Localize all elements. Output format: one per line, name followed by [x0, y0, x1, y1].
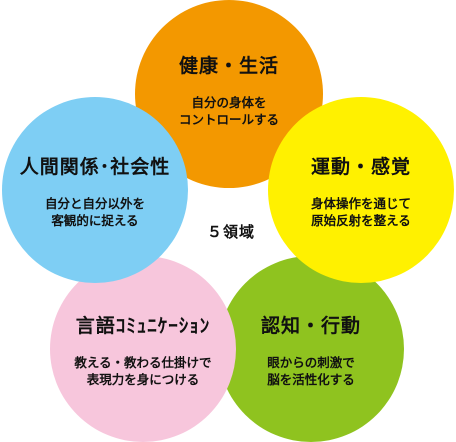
cognition-behavior-desc-line2: 脳を活性化する — [267, 371, 355, 387]
motion-sensation-desc-line1: 身体操作を通じて — [310, 195, 411, 211]
health-life-title: 健康・生活 — [178, 54, 279, 77]
cognition-behavior-title: 認知・行動 — [260, 314, 361, 337]
relationships-sociality-title: 人間関係･社会性 — [19, 155, 171, 178]
language-communication-description: 教える・教わる仕掛けで 表現力を身につける — [74, 354, 211, 388]
cognition-behavior-desc-line1: 眼からの刺激で — [267, 354, 355, 370]
health-life-desc-line1: 自分の身体を — [191, 94, 267, 110]
relationships-sociality-desc-line1: 自分と自分以外を — [44, 195, 145, 211]
health-life-desc-line2: コントロールする — [178, 111, 279, 127]
relationships-sociality-desc-line2: 客観的に捉える — [51, 212, 139, 228]
language-communication-desc-line2: 表現力を身につける — [86, 371, 200, 387]
circle-motion-sensation: 運動・感覚 身体操作を通じて 原始反射を整える — [268, 97, 454, 283]
language-communication-title: 言語ｺﾐｭﾆｹｰｼｮﾝ — [75, 314, 211, 337]
relationships-sociality-description: 自分と自分以外を 客観的に捉える — [45, 195, 145, 229]
center-label-five-domains: ５領域 — [206, 223, 255, 241]
motion-sensation-title: 運動・感覚 — [310, 155, 411, 178]
circle-cognition-behavior: 認知・行動 眼からの刺激で 脳を活性化する — [218, 256, 404, 442]
cognition-behavior-description: 眼からの刺激で 脳を活性化する — [267, 354, 355, 388]
language-communication-desc-line1: 教える・教わる仕掛けで — [74, 354, 212, 370]
circle-language-communication: 言語ｺﾐｭﾆｹｰｼｮﾝ 教える・教わる仕掛けで 表現力を身につける — [50, 256, 236, 442]
motion-sensation-desc-line2: 原始反射を整える — [311, 212, 411, 228]
motion-sensation-description: 身体操作を通じて 原始反射を整える — [311, 195, 411, 229]
circle-relationships-sociality: 人間関係･社会性 自分と自分以外を 客観的に捉える — [2, 97, 188, 283]
health-life-description: 自分の身体を コントロールする — [179, 94, 279, 128]
